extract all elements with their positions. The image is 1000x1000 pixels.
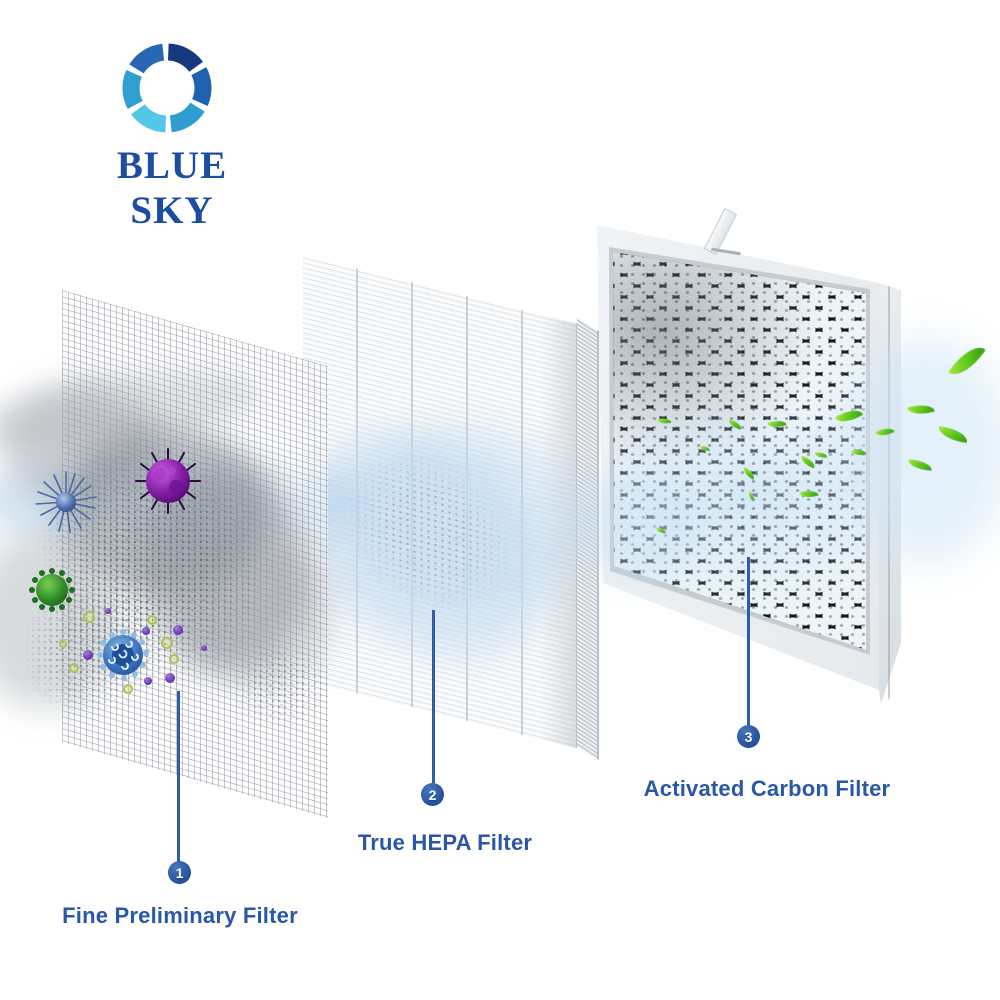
germ-dot [173,625,183,635]
aperture-logo-icon [122,43,212,133]
germ-ring [161,637,173,649]
virus-green-icon [29,568,75,612]
leaf-icon [741,466,757,481]
filter-label: True HEPA Filter [357,830,533,855]
virus-purple-icon [135,448,201,514]
germ-ring [83,611,95,623]
germ-ring [169,654,179,664]
leaf-icon [799,455,817,469]
numbered-marker: 1 [168,861,191,884]
numbered-marker: 2 [421,783,444,806]
virus-spiky-blue-icon [35,471,97,533]
filter-label: Activated Carbon Filter [643,776,891,801]
marker-number: 1 [175,864,184,881]
dust-speckles [210,620,350,750]
germ-ring [59,640,67,648]
leaf-icon [657,416,672,426]
leaf-icon [799,487,819,501]
leaf-icon [700,446,710,451]
germ-dot [105,608,111,614]
leaf-icon [767,417,787,431]
airflow-streak [580,468,700,583]
callout-line [432,610,435,783]
pull-tab [703,207,738,256]
numbered-marker: 3 [737,725,760,748]
germ-dot [83,650,93,660]
filter-label: Fine Preliminary Filter [62,903,298,928]
germ-dot [165,673,175,683]
leaf-icon [727,419,743,430]
germ-dot [201,645,207,651]
germ-ring [69,663,79,673]
germ-ring [147,615,157,625]
airflow-streak [335,425,585,615]
leaf-icon [746,491,757,502]
leaf-icon [814,451,828,459]
germ-dot [144,677,152,685]
airflow-streak [845,335,1000,565]
callout-line [747,557,750,726]
virus-round-blue-icon [97,629,149,681]
callout-line [177,691,180,862]
germ-ring [123,684,133,694]
marker-number: 3 [744,728,753,745]
pull-tab-slot [710,247,742,256]
marker-number: 2 [428,786,437,803]
brand-name: BLUE SKY [116,144,228,232]
germ-dot [142,627,150,635]
